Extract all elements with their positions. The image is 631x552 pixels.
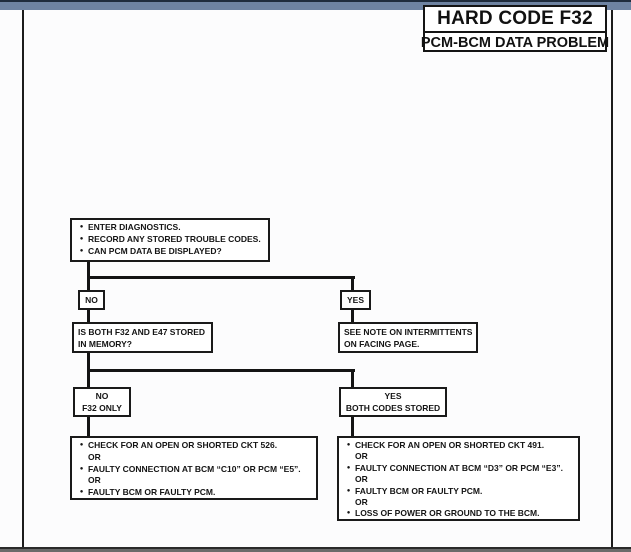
or-connector-text: OR <box>342 451 575 462</box>
bullet-item: ● CAN PCM DATA BE DISPLAYED? <box>75 246 265 258</box>
yes-both-line2: BOTH CODES STORED <box>345 403 441 413</box>
bullet-icon: ● <box>346 487 351 494</box>
bullet-text: LOSS OF POWER OR GROUND TO THE BCM. <box>355 508 540 519</box>
connector-yes-both-to-result <box>351 417 354 436</box>
bullet-text: FAULTY CONNECTION AT BCM “C10” OR PCM “E… <box>88 463 301 474</box>
bullet-text: OR <box>88 451 101 462</box>
bullet-icon: ● <box>79 247 84 254</box>
flow-node-left-result: ●CHECK FOR AN OPEN OR SHORTED CKT 526.OR… <box>70 436 318 500</box>
bullet-text: CAN PCM DATA BE DISPLAYED? <box>88 245 222 256</box>
no-label-text: NO <box>85 295 98 305</box>
bullet-item: ● LOSS OF POWER OR GROUND TO THE BCM. <box>342 508 575 519</box>
bullet-spacer <box>75 475 88 487</box>
or-connector-text: OR <box>342 474 575 485</box>
bullet-item: ● FAULTY CONNECTION AT BCM “D3” OR PCM “E… <box>342 463 575 474</box>
no-f32-line2: F32 ONLY <box>82 403 122 413</box>
connector-branch1-horizontal <box>87 276 355 279</box>
bullet-icon: ● <box>79 224 84 230</box>
bullet-item: ● ENTER DIAGNOSTICS. <box>75 222 265 234</box>
flow-node-no-f32-only: NO F32 ONLY <box>73 387 131 417</box>
connector-start-down <box>87 262 90 277</box>
bullet-item: ● CHECK FOR AN OPEN OR SHORTED CKT 526. <box>75 440 313 452</box>
bullet-text: FAULTY BCM OR FAULTY PCM. <box>88 487 216 498</box>
bullet-spacer <box>75 452 88 464</box>
bullet-icon: ● <box>79 235 84 242</box>
bullet-text: CHECK FOR AN OPEN OR SHORTED CKT 491. <box>355 440 545 450</box>
or-connector-text: OR <box>342 497 575 508</box>
flow-node-no-label: NO <box>78 290 105 310</box>
connector-branch2-horizontal <box>87 369 355 372</box>
connector-yes-to-note <box>351 310 354 322</box>
page-bottom-rule <box>0 547 631 549</box>
memory-question-line2: IN MEMORY? <box>78 339 132 349</box>
page-subtitle: PCM-BCM DATA PROBLEM <box>420 34 610 51</box>
connector-branch1-yes-drop <box>351 278 354 290</box>
bullet-text: OR <box>355 474 368 485</box>
page-right-rule <box>611 10 613 547</box>
bullet-item: ● RECORD ANY STORED TROUBLE CODES. <box>75 234 265 246</box>
page-top-border <box>0 0 631 10</box>
bullet-icon: ● <box>346 464 351 471</box>
see-note-line1: SEE NOTE ON INTERMITTENTS <box>344 327 473 337</box>
bullet-text: FAULTY CONNECTION AT BCM “D3” OR PCM “E3… <box>355 462 563 473</box>
bullet-spacer <box>342 474 355 485</box>
bullet-icon: ● <box>346 510 351 517</box>
bullet-text: OR <box>355 497 368 508</box>
bullet-icon: ● <box>79 465 84 472</box>
bullet-icon: ● <box>346 442 351 448</box>
page-title: HARD CODE F32 <box>425 7 605 33</box>
memory-question-line1: IS BOTH F32 AND E47 STORED <box>78 327 206 337</box>
flow-node-see-note: SEE NOTE ON INTERMITTENTS ON FACING PAGE… <box>338 322 478 353</box>
bullet-text: ENTER DIAGNOSTICS. <box>88 222 181 232</box>
connector-no-f32-to-result <box>87 417 90 436</box>
or-connector-text: OR <box>75 475 313 487</box>
connector-branch2-yes-drop <box>351 371 354 387</box>
bullet-item: ● CHECK FOR AN OPEN OR SHORTED CKT 491. <box>342 440 575 451</box>
bullet-text: OR <box>88 475 101 486</box>
yes-both-line1: YES <box>384 391 402 401</box>
flow-node-yes-both-codes: YES BOTH CODES STORED <box>339 387 447 417</box>
page-left-rule <box>22 10 24 547</box>
no-f32-line1: NO <box>95 391 109 401</box>
bullet-item: ● FAULTY BCM OR FAULTY PCM. <box>75 487 313 499</box>
flow-node-right-result: ●CHECK FOR AN OPEN OR SHORTED CKT 491.OR… <box>337 436 580 521</box>
flow-node-yes-label: YES <box>340 290 371 310</box>
see-note-line2: ON FACING PAGE. <box>344 339 420 349</box>
title-box: HARD CODE F32 PCM-BCM DATA PROBLEM <box>420 5 610 52</box>
flow-node-memory-question: IS BOTH F32 AND E47 STORED IN MEMORY? <box>72 322 213 353</box>
bullet-icon: ● <box>79 442 84 448</box>
bullet-icon: ● <box>79 489 84 496</box>
bullet-item: ● FAULTY CONNECTION AT BCM “C10” OR PCM “… <box>75 464 313 476</box>
connector-no-to-memory <box>87 310 90 322</box>
connector-memory-down <box>87 353 90 370</box>
or-connector-text: OR <box>75 452 313 464</box>
yes-label-text: YES <box>346 295 364 305</box>
bullet-item: ● FAULTY BCM OR FAULTY PCM. <box>342 486 575 497</box>
flow-node-start: ● ENTER DIAGNOSTICS. ● RECORD ANY STORED TR… <box>70 218 270 262</box>
connector-branch2-no-drop <box>87 371 90 387</box>
bullet-text: CHECK FOR AN OPEN OR SHORTED CKT 526. <box>88 440 278 450</box>
connector-branch1-no-drop <box>87 278 90 290</box>
bullet-spacer <box>342 497 355 508</box>
bullet-text: RECORD ANY STORED TROUBLE CODES. <box>88 233 261 244</box>
bullet-text: OR <box>355 451 368 462</box>
bullet-text: FAULTY BCM OR FAULTY PCM. <box>355 485 483 496</box>
page-bottom-strip <box>0 549 631 552</box>
bullet-spacer <box>342 451 355 462</box>
